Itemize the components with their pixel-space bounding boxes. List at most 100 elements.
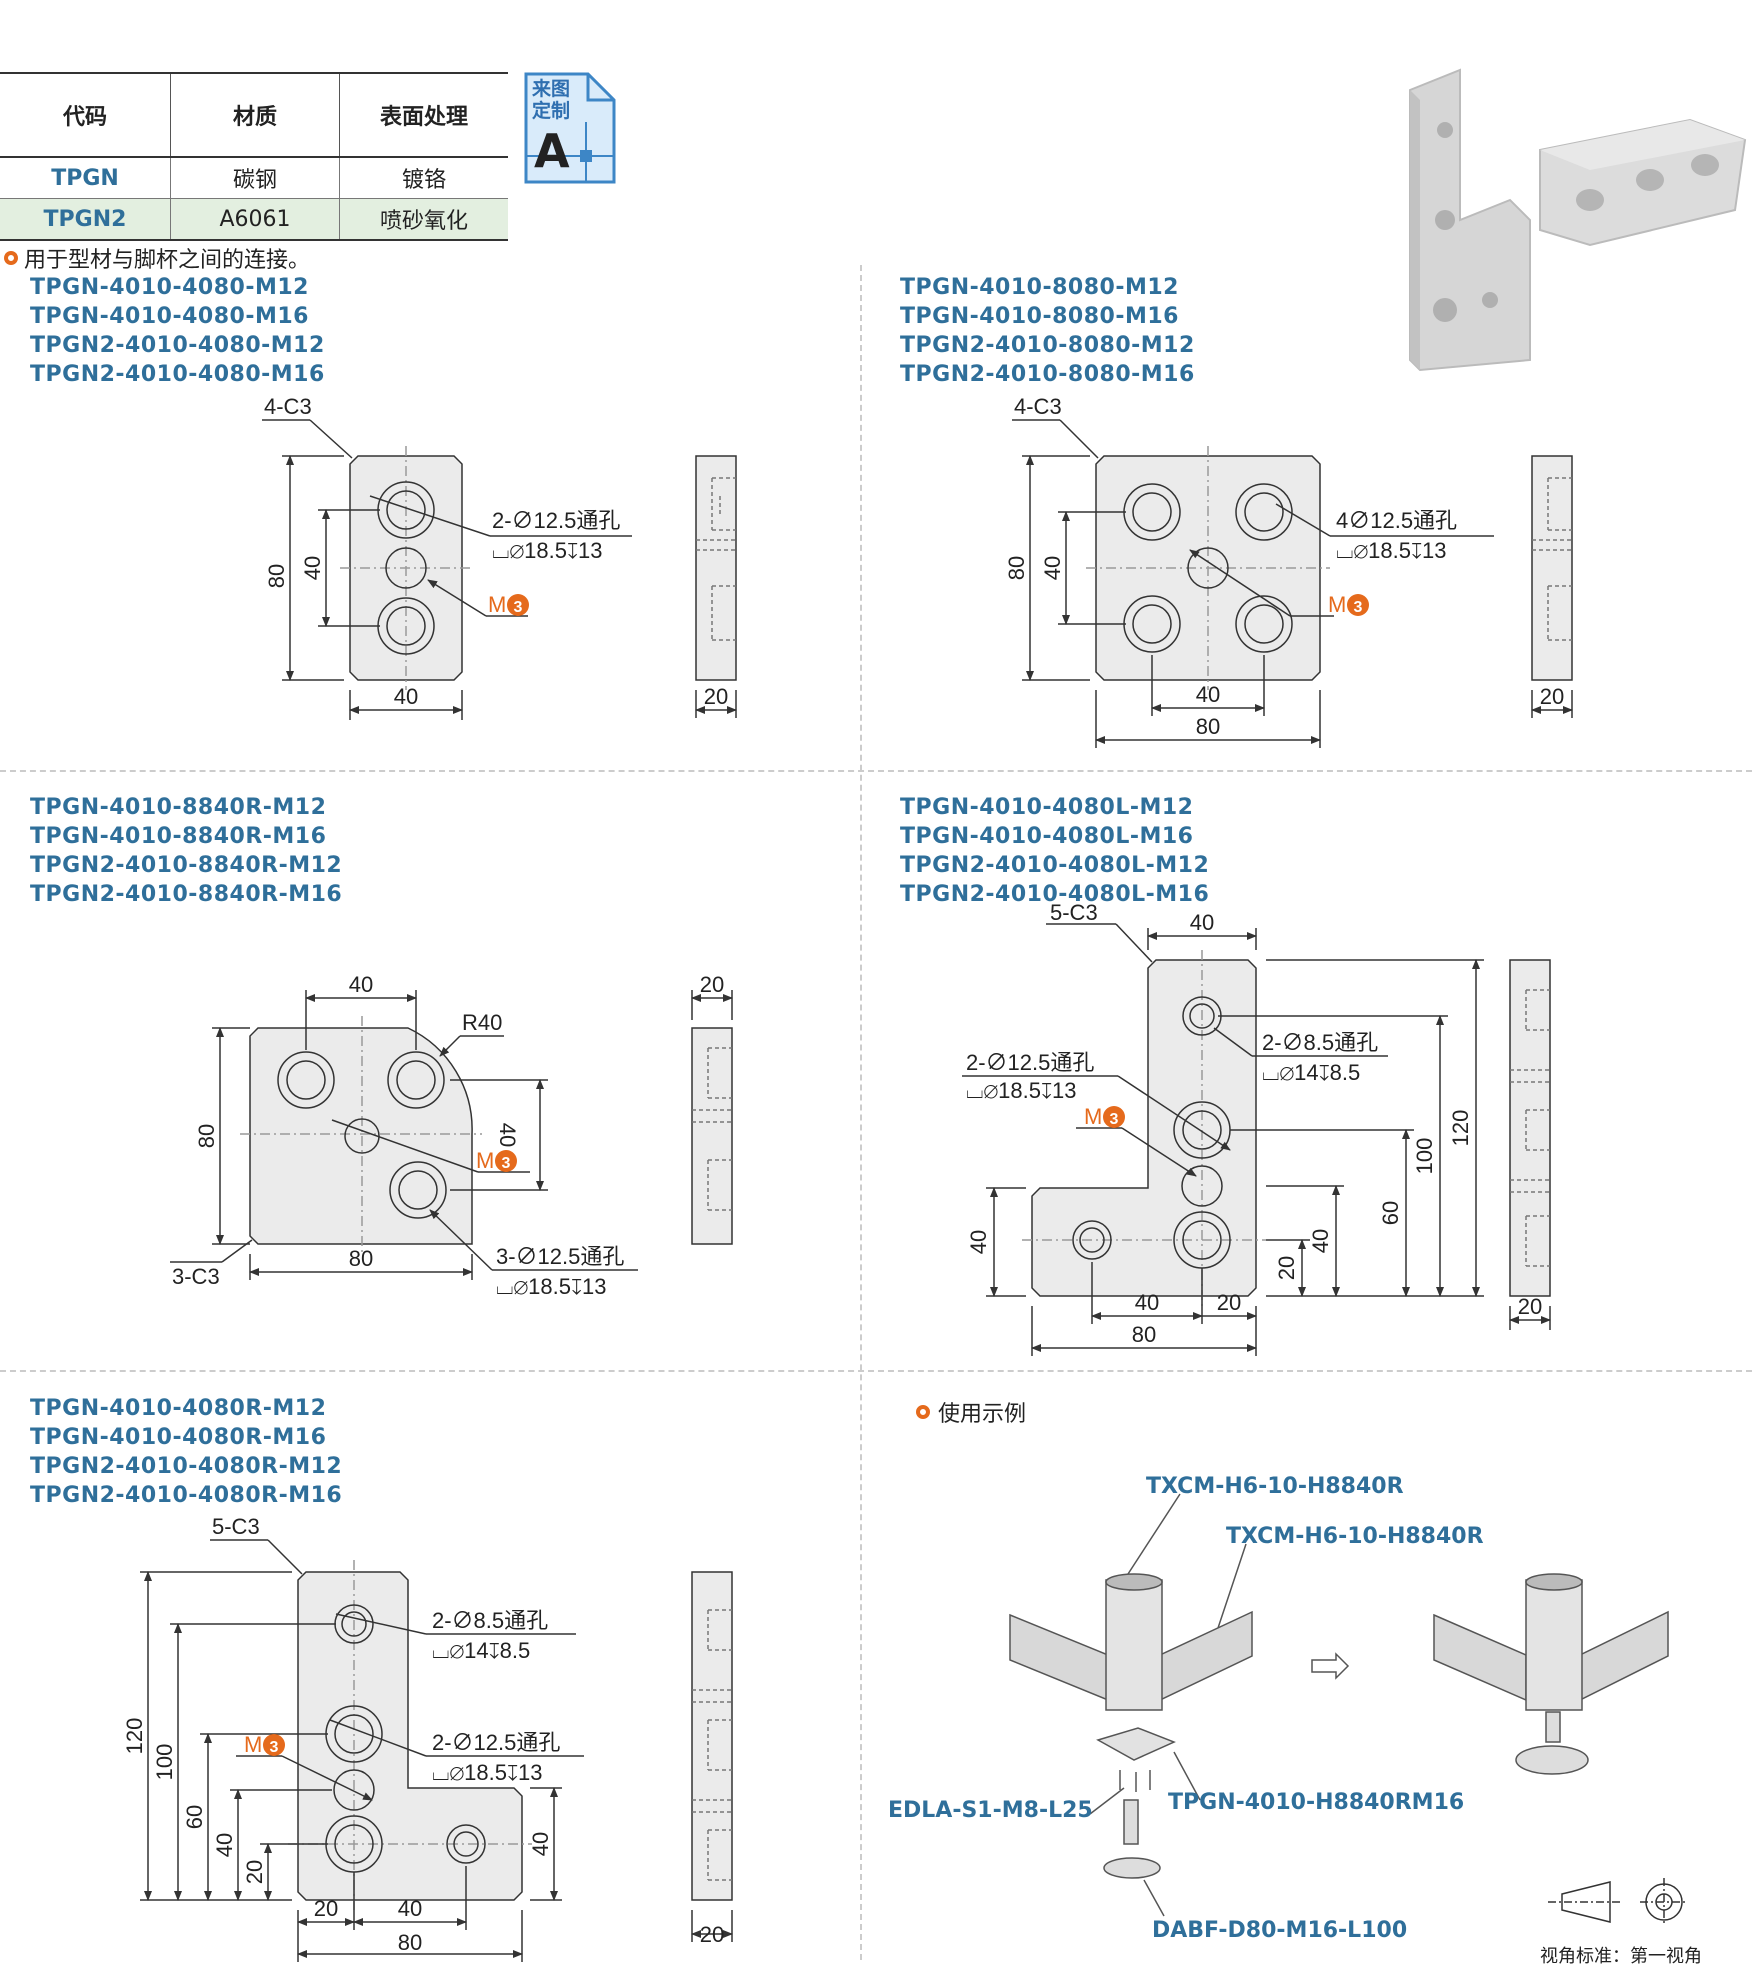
- model-code: TPGN-4010-4080L-M12: [900, 795, 1194, 820]
- usage-note: 用于型材与脚杯之间的连接。: [4, 242, 310, 274]
- model-code: TPGN2-4010-4080R-M16: [30, 1483, 343, 1508]
- hole-callout: 2-∅12.5通孔: [966, 1050, 1094, 1075]
- svg-text:M: M: [488, 592, 506, 617]
- custom-drawing-badge: 来图 定制 A: [524, 72, 616, 184]
- dim-label: 40: [349, 972, 373, 997]
- model-list-r4080: TPGN-4010-4080R-M12 TPGN-4010-4080R-M16 …: [30, 1394, 342, 1510]
- chamfer-label: 4-C3: [264, 394, 312, 419]
- badge-line2: 定制: [532, 100, 571, 122]
- model-code: TPGN-4010-8840R-M12: [30, 795, 327, 820]
- dim-label: 20: [700, 972, 724, 997]
- model-code: TPGN-4010-4080-M12: [30, 275, 309, 300]
- svg-text:M: M: [1084, 1104, 1102, 1129]
- header-surface: 表面处理: [339, 72, 508, 158]
- svg-text:3: 3: [1354, 599, 1363, 616]
- dim-label: 60: [182, 1805, 207, 1829]
- section-divider: [0, 1370, 1752, 1372]
- dim-label: 80: [1196, 714, 1220, 739]
- column-divider: [860, 265, 862, 1960]
- model-list-sq4080: TPGN-4010-4080-M12 TPGN-4010-4080-M16 TP…: [30, 273, 325, 389]
- dim-label: 60: [1378, 1201, 1403, 1225]
- spec-table: 代码 材质 表面处理 TPGN 碳钢 镀铬 TPGN2 A6061 喷砂氧化: [0, 72, 508, 241]
- thread-marker: M 3: [1328, 592, 1369, 617]
- model-code: TPGN2-4010-4080R-M12: [30, 1454, 343, 1479]
- counterbore-callout: ⌴∅18.5↧13: [492, 538, 602, 563]
- counterbore-callout: ⌴∅18.5↧13: [1336, 538, 1446, 563]
- model-code: TPGN-4010-4080-M16: [30, 304, 309, 329]
- part-label: EDLA-S1-M8-L25: [888, 1798, 1093, 1823]
- dim-label: 40: [1190, 910, 1214, 935]
- product-photo: [1409, 68, 1747, 372]
- svg-text:3: 3: [514, 599, 523, 616]
- dim-label: 40: [1040, 556, 1065, 580]
- svg-text:M: M: [244, 1732, 262, 1757]
- thread-marker: M 3: [1084, 1104, 1125, 1129]
- dim-label: 40: [1135, 1290, 1159, 1315]
- row-surface: 镀铬: [339, 157, 508, 199]
- dim-label: 20: [314, 1896, 338, 1921]
- usage-example-title-text: 使用示例: [938, 1402, 1027, 1427]
- svg-text:M: M: [1328, 592, 1346, 617]
- dim-label: 20: [704, 684, 728, 709]
- hole-callout: 2-∅12.5通孔: [432, 1730, 560, 1755]
- dim-label: 80: [1132, 1322, 1156, 1347]
- dim-label: 100: [1412, 1138, 1437, 1175]
- usage-illustration: [1009, 1493, 1669, 1917]
- model-code: TPGN2-4010-8840R-M12: [30, 853, 343, 878]
- usage-note-text: 用于型材与脚杯之间的连接。: [24, 248, 311, 273]
- svg-text:3: 3: [1110, 1111, 1119, 1128]
- model-code: TPGN-4010-4080L-M16: [900, 824, 1194, 849]
- chamfer-label: 4-C3: [1014, 394, 1062, 419]
- dim-label: 80: [349, 1246, 373, 1271]
- view-standard: 视角标准：第一视角: [1540, 1946, 1702, 1967]
- counterbore-callout: ⌴∅18.5↧13: [432, 1760, 542, 1785]
- thread-marker: M 3: [244, 1732, 285, 1757]
- projection-symbol-icon: [1548, 1878, 1688, 1926]
- part-label: TXCM-H6-10-H8840R: [1226, 1524, 1484, 1549]
- model-list-l4080: TPGN-4010-4080L-M12 TPGN-4010-4080L-M16 …: [900, 793, 1209, 909]
- bullet-icon: [916, 1405, 930, 1419]
- badge-line1: 来图: [532, 78, 571, 100]
- dim-label: 80: [1004, 556, 1029, 580]
- usage-example-title: 使用示例: [916, 1396, 1026, 1428]
- header-code: 代码: [0, 72, 171, 158]
- model-code: TPGN-4010-4080R-M12: [30, 1396, 327, 1421]
- model-code: TPGN2-4010-8080-M16: [900, 362, 1195, 387]
- svg-text:M: M: [476, 1148, 494, 1173]
- dim-label: 40: [394, 684, 418, 709]
- dim-label: 40: [528, 1832, 553, 1856]
- part-label: TXCM-H6-10-H8840R: [1146, 1474, 1404, 1499]
- dim-label: 20: [1274, 1256, 1299, 1280]
- hole-callout: 2-∅8.5通孔: [1262, 1030, 1378, 1055]
- model-list-r8840: TPGN-4010-8840R-M12 TPGN-4010-8840R-M16 …: [30, 793, 342, 909]
- hole-callout: 3-∅12.5通孔: [496, 1244, 624, 1269]
- dim-label: 120: [1448, 1110, 1473, 1147]
- hole-callout: 2-∅8.5通孔: [432, 1608, 548, 1633]
- model-code: TPGN2-4010-4080-M16: [30, 362, 325, 387]
- counterbore-callout: ⌴∅14↧8.5: [1262, 1060, 1360, 1085]
- hole-callout: 4∅12.5通孔: [1336, 508, 1457, 533]
- document-icon: [524, 72, 616, 184]
- chamfer-label: 3-C3: [172, 1264, 220, 1289]
- row-code: TPGN2: [0, 198, 171, 241]
- row-material: A6061: [170, 198, 340, 241]
- drawing-l4080: [962, 923, 1551, 1356]
- dim-label: 40: [1308, 1229, 1333, 1253]
- row-surface: 喷砂氧化: [339, 198, 508, 241]
- model-code: TPGN2-4010-4080L-M12: [900, 853, 1210, 878]
- dim-label: 20: [1217, 1290, 1241, 1315]
- dim-label: 80: [398, 1930, 422, 1955]
- model-list-sq8080: TPGN-4010-8080-M12 TPGN-4010-8080-M16 TP…: [900, 273, 1195, 389]
- counterbore-callout: ⌴∅18.5↧13: [966, 1078, 1076, 1103]
- model-code: TPGN-4010-8080-M16: [900, 304, 1179, 329]
- chamfer-label: 5-C3: [1050, 900, 1098, 925]
- hole-callout: 2-∅12.5通孔: [492, 508, 620, 533]
- svg-text:3: 3: [270, 1739, 279, 1756]
- dim-label: 20: [242, 1860, 267, 1884]
- drawing-sq8080: [1012, 419, 1573, 748]
- dim-label: 20: [700, 1922, 724, 1947]
- drawing-r8840: [170, 990, 733, 1280]
- chamfer-label: 5-C3: [212, 1514, 260, 1539]
- badge-letter: A: [534, 124, 570, 178]
